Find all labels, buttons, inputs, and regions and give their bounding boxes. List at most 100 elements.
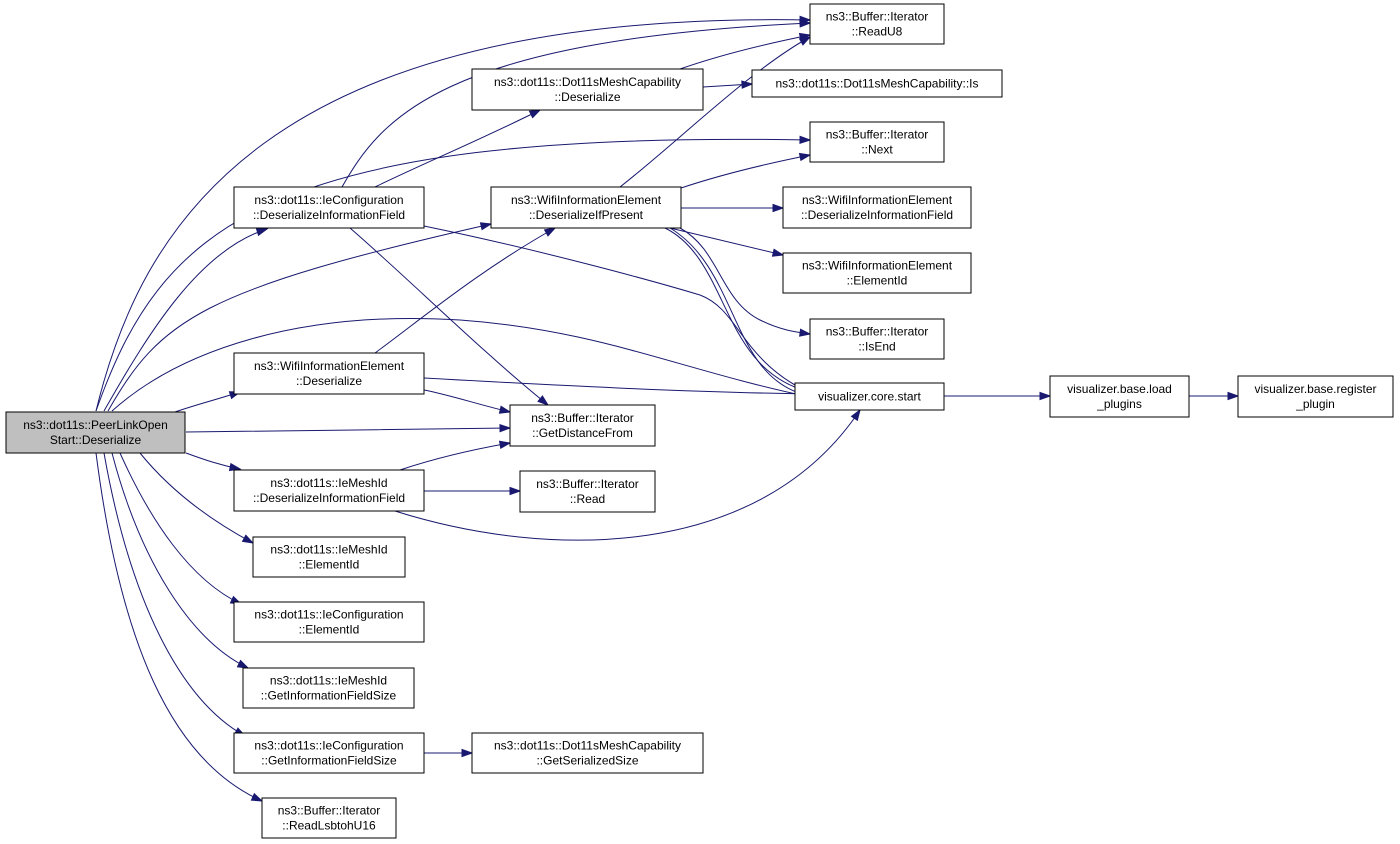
edge-wie_dip-to-readu8 (619, 36, 812, 188)
node-label-line: ::GetSerializedSize (536, 754, 638, 768)
arrow-head-icon (528, 109, 542, 119)
node-box (782, 252, 972, 294)
arrow-head-icon (799, 328, 812, 337)
node-label-line: ns3::Buffer::Iterator (536, 477, 639, 491)
edge-line (619, 36, 811, 188)
node-label-line: ::DeserializeIfPresent (529, 208, 644, 222)
node-isend[interactable]: ns3::Buffer::Iterator::IsEnd (809, 318, 945, 360)
edge-root-to-iecfg_dif (103, 228, 269, 412)
node-wie-des[interactable]: ns3::WifiInformationElement::Deserialize (233, 352, 425, 395)
edge-line (107, 223, 492, 412)
node-iemesh-eid[interactable]: ns3::dot11s::IeMeshId::ElementId (252, 536, 406, 578)
edge-root-to-iemesh_eid (139, 452, 255, 544)
node-getdist[interactable]: ns3::Buffer::Iterator::GetDistanceFrom (509, 404, 656, 447)
node-next[interactable]: ns3::Buffer::Iterator::Next (809, 121, 945, 163)
node-box (233, 732, 425, 774)
node-label-line: ns3::dot11s::IeMeshId (270, 543, 387, 557)
node-iecfg-eid[interactable]: ns3::dot11s::IeConfiguration::ElementId (233, 601, 425, 643)
node-label-line: ::Read (570, 492, 605, 506)
node-iemesh-gifs[interactable]: ns3::dot11s::IeMeshId::GetInformationFie… (242, 667, 415, 709)
arrow-head-icon (799, 135, 812, 145)
node-box (471, 732, 704, 774)
node-label-line: ns3::Buffer::Iterator (826, 128, 929, 142)
node-box (751, 69, 1003, 98)
node-label-line: ::DeserializeInformationField (801, 208, 953, 222)
node-label-line: ::DeserializeInformationField (253, 208, 405, 222)
node-label-line: visualizer.base.register (1254, 382, 1376, 396)
node-meshcap-des[interactable]: ns3::dot11s::Dot11sMeshCapability::Deser… (471, 68, 704, 111)
node-label-line: ns3::WifiInformationElement (802, 259, 953, 273)
node-label-line: ns3::dot11s::IeMeshId (270, 476, 387, 490)
edge-root-to-readlsb (95, 452, 264, 802)
node-viz-reg[interactable]: visualizer.base.register_plugin (1237, 375, 1394, 418)
edge-root-to-iemesh_gifs (111, 452, 250, 669)
edge-root-to-wie_dip (107, 222, 493, 412)
node-label-line: ::GetInformationFieldSize (261, 689, 397, 703)
node-label-line: Start::Deserialize (50, 433, 142, 447)
node-label-line: ns3::dot11s::Dot11sMeshCapability::Is (776, 77, 979, 91)
node-label-line: _plugins (1096, 397, 1142, 411)
node-read[interactable]: ns3::Buffer::Iterator::Read (519, 470, 656, 513)
edge-iemesh_dif-to-getdist (399, 440, 512, 471)
arrow-head-icon (236, 659, 250, 669)
edge-root-to-iemesh_dif (185, 452, 242, 472)
edge-line (111, 452, 249, 669)
arrow-head-icon (799, 19, 812, 28)
node-wie-dif[interactable]: ns3::WifiInformationElement::Deserialize… (782, 186, 972, 229)
edge-line (111, 317, 811, 412)
arrow-head-icon (498, 440, 512, 449)
node-label-line: ns3::dot11s::IeMeshId (270, 674, 387, 688)
edge-root-to-viz_start (111, 317, 812, 412)
nodes-layer: ns3::dot11s::PeerLinkOpenStart::Deserial… (5, 3, 1394, 839)
node-label-line: ::ElementId (847, 274, 908, 288)
node-label-line: ::ReadU8 (852, 25, 903, 39)
arrow-head-icon (498, 405, 512, 414)
node-box (809, 318, 945, 360)
node-box (233, 186, 425, 229)
arrow-head-icon (537, 395, 550, 406)
edge-viz_start-to-viz_load (943, 391, 1052, 401)
arrow-head-icon (461, 748, 474, 758)
node-label-line: ::Deserialize (554, 90, 620, 104)
edge-iecfg_dif-to-viz_start (423, 225, 812, 394)
edge-root-to-wie_des (174, 391, 242, 413)
node-label-line: ::IsEnd (858, 340, 895, 354)
node-box (490, 186, 682, 229)
node-box (519, 470, 656, 513)
arrow-head-icon (850, 408, 861, 422)
edge-line (399, 442, 511, 471)
node-iecfg-dif[interactable]: ns3::dot11s::IeConfiguration::Deserializ… (233, 186, 425, 229)
arrow-head-icon (798, 36, 812, 46)
edge-wie_dip-to-wie_dif (680, 203, 785, 213)
node-label-line: ::Next (861, 143, 893, 157)
node-meshcap-gss[interactable]: ns3::dot11s::Dot11sMeshCapability::GetSe… (471, 732, 704, 774)
edge-line (423, 389, 511, 413)
node-root[interactable]: ns3::dot11s::PeerLinkOpenStart::Deserial… (5, 411, 186, 454)
node-meshcap-is[interactable]: ns3::dot11s::Dot11sMeshCapability::Is (751, 69, 1003, 98)
edge-line (374, 227, 556, 354)
edges-layer (95, 15, 1240, 802)
node-label-line: ::DeserializeInformationField (253, 491, 405, 505)
node-box (252, 536, 406, 578)
node-label-line: ns3::dot11s::IeConfiguration (254, 193, 403, 207)
edge-root-to-getdist (185, 423, 512, 433)
node-iemesh-dif[interactable]: ns3::dot11s::IeMeshId::DeserializeInform… (233, 469, 425, 512)
edge-line (103, 452, 246, 737)
arrow-head-icon (1227, 391, 1240, 401)
node-label-line: ns3::WifiInformationElement (511, 193, 662, 207)
node-box (1237, 375, 1394, 418)
node-readlsb[interactable]: ns3::Buffer::Iterator::ReadLsbtohU16 (261, 797, 397, 839)
node-box (509, 404, 656, 447)
node-wie-dip[interactable]: ns3::WifiInformationElement::Deserialize… (490, 186, 682, 229)
node-box (809, 121, 945, 163)
node-viz-start[interactable]: visualizer.core.start (794, 382, 945, 411)
node-readu8[interactable]: ns3::Buffer::Iterator::ReadU8 (809, 3, 945, 45)
node-wie-eid[interactable]: ns3::WifiInformationElement::ElementId (782, 252, 972, 294)
node-label-line: ::ElementId (299, 558, 360, 572)
node-iecfg-gifs[interactable]: ns3::dot11s::IeConfiguration::GetInforma… (233, 732, 425, 774)
edge-meshcap_des-to-readu8 (679, 32, 812, 70)
node-viz-load[interactable]: visualizer.base.load_plugins (1049, 375, 1190, 418)
edge-line (669, 227, 784, 256)
node-box (233, 352, 425, 395)
